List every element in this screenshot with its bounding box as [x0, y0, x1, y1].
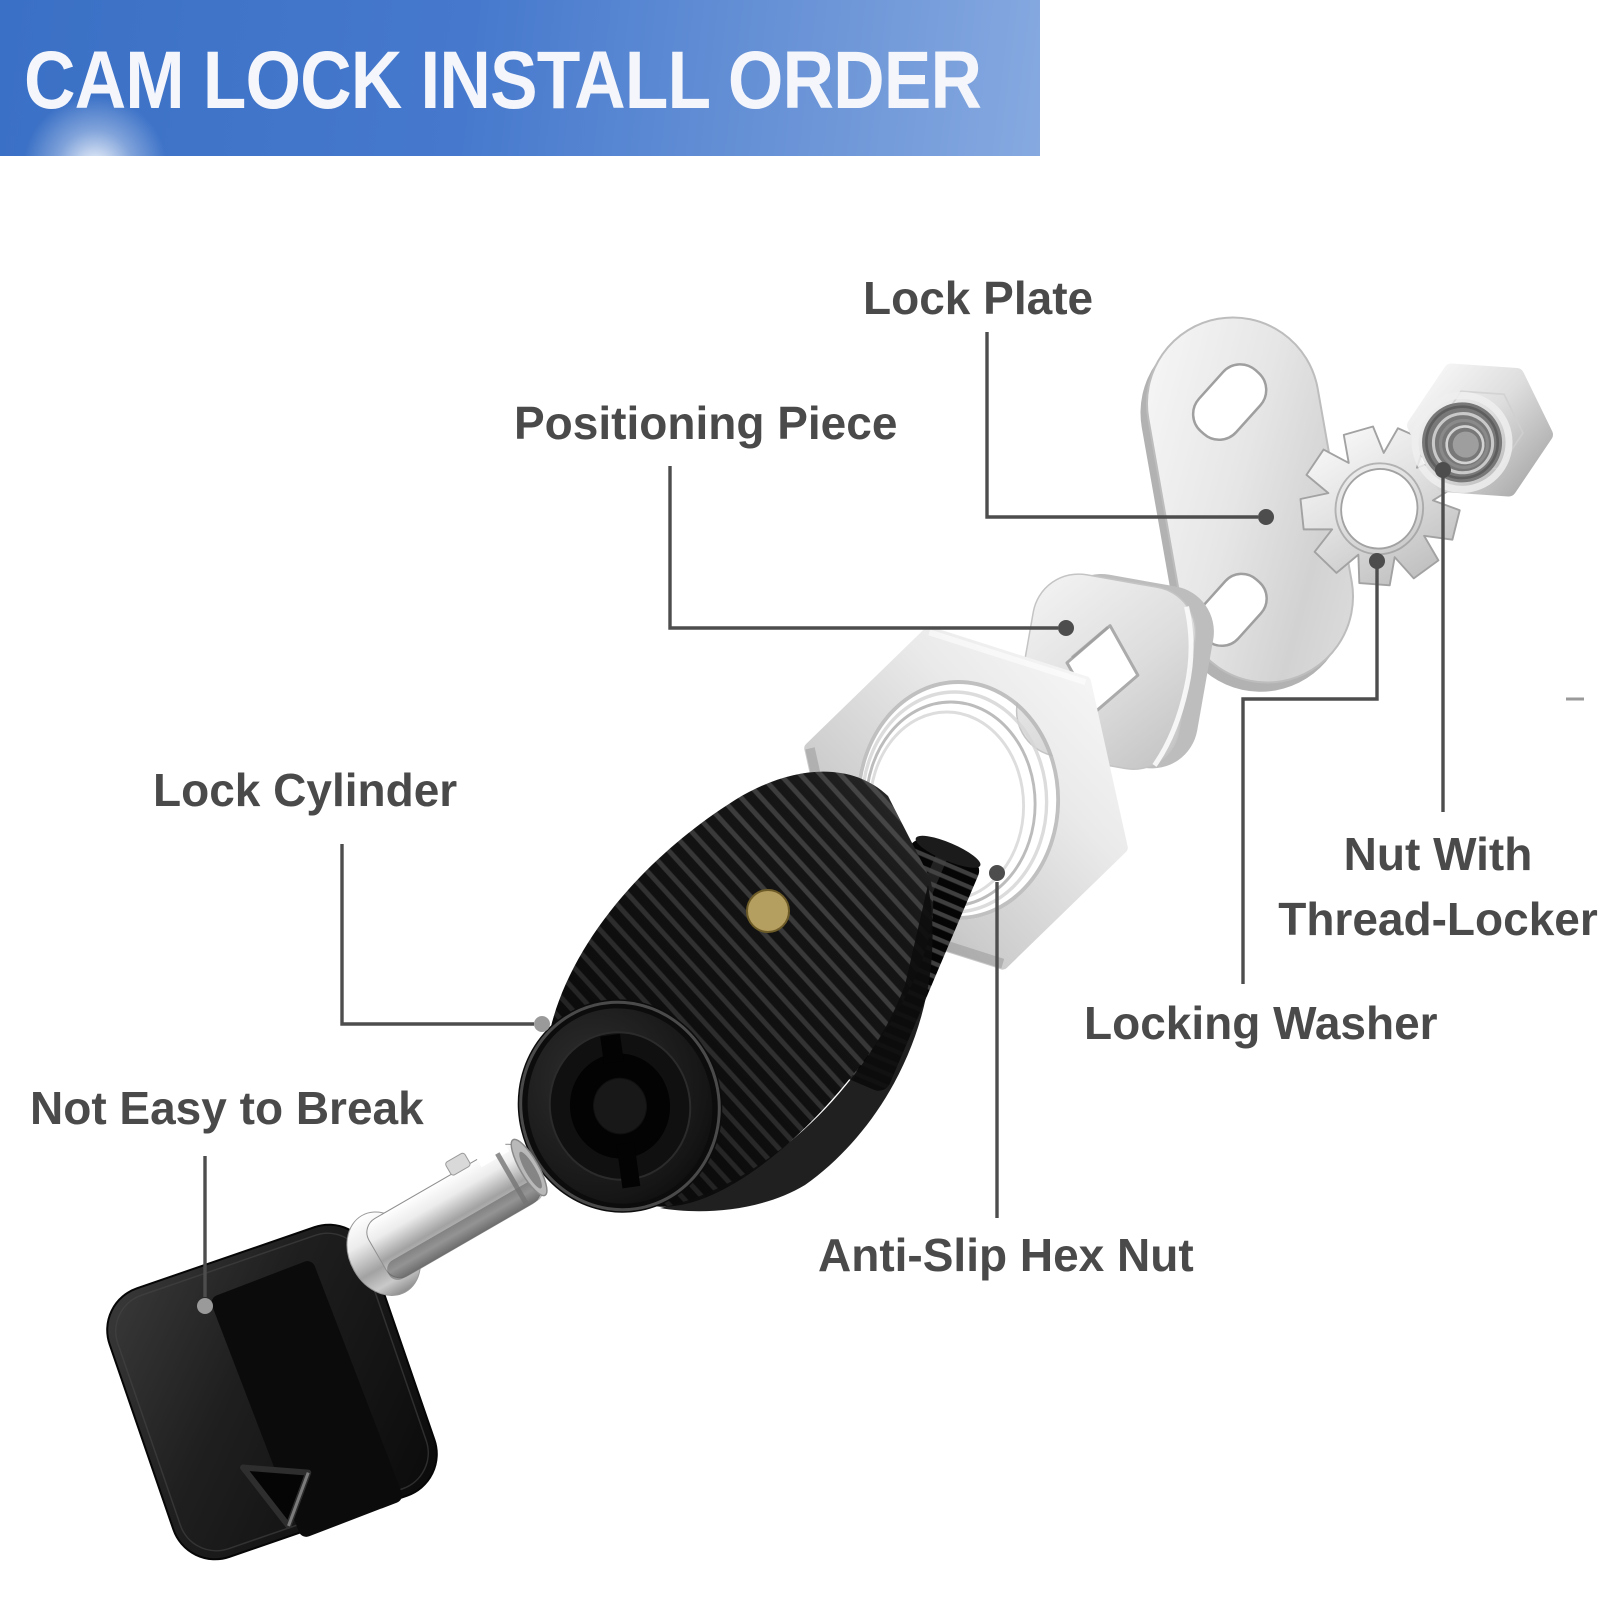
leader-lines — [203, 332, 1584, 1297]
locking-washer-graphic — [1299, 425, 1461, 587]
label-anti-slip-hex-nut: Anti-Slip Hex Nut — [818, 1229, 1194, 1281]
label-lock-plate: Lock Plate — [863, 272, 1094, 324]
page-title: CAM LOCK INSTALL ORDER — [24, 35, 982, 126]
leader-lock-cylinder — [340, 844, 534, 1026]
nut-thread-locker-graphic — [1407, 363, 1553, 497]
label-lock-cylinder: Lock Cylinder — [153, 764, 458, 816]
key-graphic — [106, 1133, 548, 1561]
lock-plate-graphic — [1140, 316, 1355, 692]
lock-cylinder-graphic — [517, 771, 981, 1213]
key-head — [106, 1223, 438, 1561]
label-positioning-piece: Positioning Piece — [514, 397, 898, 449]
key-shaft — [346, 1133, 548, 1296]
label-nut-line1: Nut With — [1343, 828, 1533, 880]
label-locking-washer: Locking Washer — [1084, 997, 1438, 1049]
label-not-easy-to-break: Not Easy to Break — [30, 1082, 424, 1134]
label-nut-line2: Thread-Locker — [1278, 893, 1598, 945]
title-banner: CAM LOCK INSTALL ORDER — [0, 0, 1040, 156]
keyhole — [569, 1033, 671, 1189]
leader-dots — [197, 462, 1451, 1314]
brass-pin — [746, 889, 790, 933]
label-nut-with-thread-locker: Nut With Thread-Locker — [1263, 822, 1600, 952]
leader-locking-washer — [1241, 568, 1379, 984]
leader-lock-plate — [985, 332, 1258, 519]
leader-positioning-piece — [668, 466, 1058, 630]
